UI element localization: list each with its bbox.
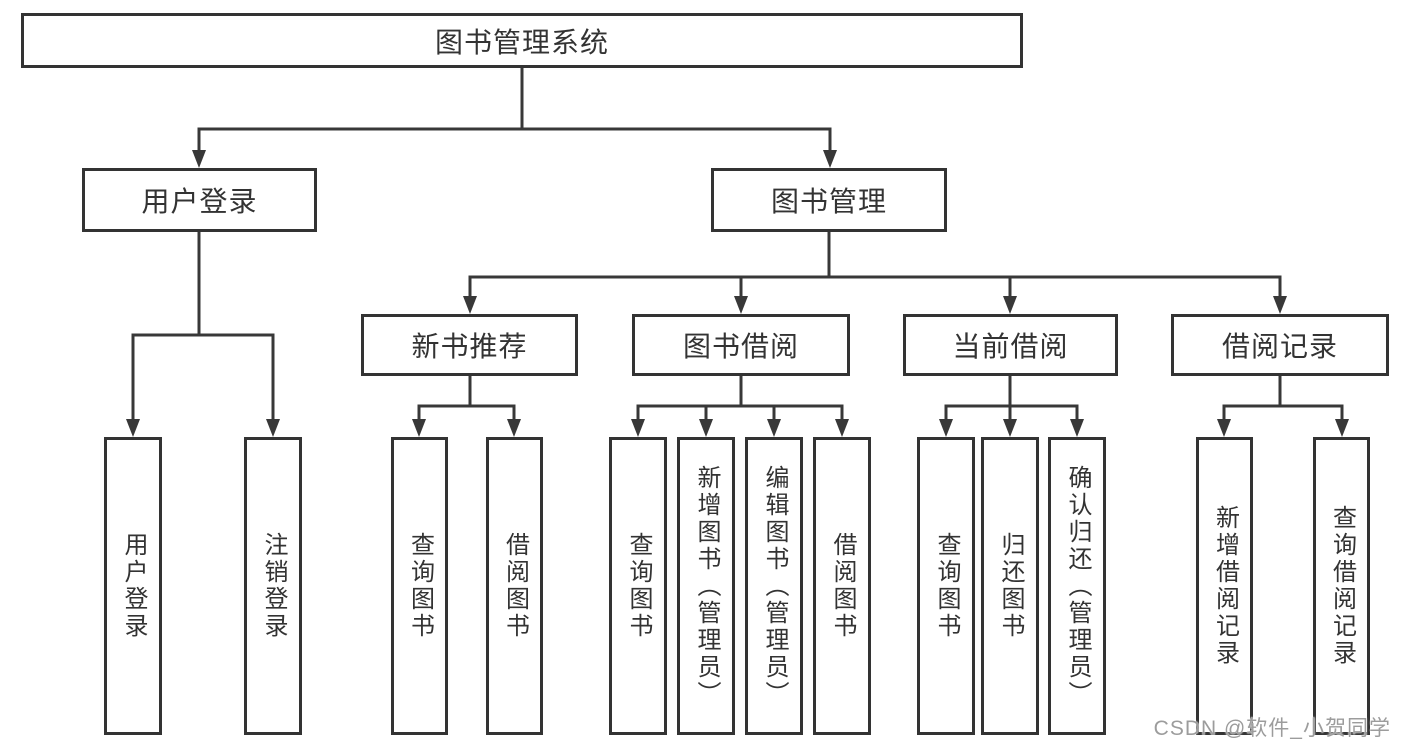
node-new-book-recommend: 新书推荐 bbox=[361, 314, 578, 376]
connector-root-to-level2 bbox=[192, 66, 837, 168]
node-book-borrow: 图书借阅 bbox=[632, 314, 850, 376]
node-user-login-label: 用户登录 bbox=[141, 186, 258, 217]
node-book-management-label: 图书管理 bbox=[770, 186, 887, 217]
connector-user-login-children bbox=[126, 230, 280, 437]
connector-current-borrow-children bbox=[939, 374, 1084, 437]
leaf-bb-query-books-label: 查询图书 bbox=[625, 532, 652, 640]
node-current-borrow-label: 当前借阅 bbox=[952, 331, 1069, 362]
leaf-nbr-query-books-label: 查询图书 bbox=[406, 532, 434, 640]
leaf-logout-login: 注销登录 bbox=[244, 437, 302, 735]
node-root: 图书管理系统 bbox=[21, 13, 1023, 68]
leaf-bb-borrow-books-label: 借阅图书 bbox=[829, 532, 856, 640]
leaf-logout-login-label: 注销登录 bbox=[260, 532, 287, 640]
leaf-cb-return-books-label: 归还图书 bbox=[997, 532, 1024, 640]
leaf-br-add-record-label: 新增借阅记录 bbox=[1211, 505, 1239, 667]
connector-new-book-recommend-children bbox=[412, 374, 521, 437]
node-book-borrow-label: 图书借阅 bbox=[682, 331, 799, 362]
leaf-user-login: 用户登录 bbox=[104, 437, 162, 735]
leaf-bb-query-books: 查询图书 bbox=[609, 437, 667, 735]
node-borrow-records-label: 借阅记录 bbox=[1221, 331, 1338, 362]
leaf-nbr-borrow-books: 借阅图书 bbox=[486, 437, 543, 735]
connector-book-management-children bbox=[463, 230, 1287, 314]
node-book-management: 图书管理 bbox=[711, 168, 947, 232]
leaf-bb-add-books-admin: 新增图书（管理员） bbox=[677, 437, 735, 735]
leaf-nbr-query-books: 查询图书 bbox=[391, 437, 448, 735]
leaf-cb-query-books: 查询图书 bbox=[917, 437, 975, 735]
node-root-label: 图书管理系统 bbox=[434, 26, 609, 58]
leaf-user-login-label: 用户登录 bbox=[120, 532, 147, 640]
connector-borrow-records-children bbox=[1217, 374, 1349, 437]
csdn-watermark: CSDN @软件_小贺同学 bbox=[1153, 717, 1391, 740]
leaf-bb-add-books-admin-label: 新增图书（管理员） bbox=[693, 464, 720, 708]
leaf-br-query-record: 查询借阅记录 bbox=[1313, 437, 1370, 735]
leaf-bb-edit-books-admin: 编辑图书（管理员） bbox=[745, 437, 803, 735]
leaf-cb-query-books-label: 查询图书 bbox=[933, 532, 960, 640]
leaf-bb-borrow-books: 借阅图书 bbox=[813, 437, 871, 735]
leaf-cb-confirm-return-admin: 确认归还（管理员） bbox=[1048, 437, 1106, 735]
leaf-br-query-record-label: 查询借阅记录 bbox=[1328, 505, 1356, 667]
connector-book-borrow-children bbox=[631, 374, 849, 437]
leaf-nbr-borrow-books-label: 借阅图书 bbox=[501, 532, 529, 640]
leaf-br-add-record: 新增借阅记录 bbox=[1196, 437, 1253, 735]
leaf-cb-return-books: 归还图书 bbox=[981, 437, 1039, 735]
node-borrow-records: 借阅记录 bbox=[1171, 314, 1389, 376]
node-new-book-recommend-label: 新书推荐 bbox=[411, 331, 528, 362]
node-user-login: 用户登录 bbox=[82, 168, 317, 232]
node-current-borrow: 当前借阅 bbox=[903, 314, 1118, 376]
leaf-cb-confirm-return-admin-label: 确认归还（管理员） bbox=[1064, 464, 1091, 708]
leaf-bb-edit-books-admin-label: 编辑图书（管理员） bbox=[761, 464, 788, 708]
